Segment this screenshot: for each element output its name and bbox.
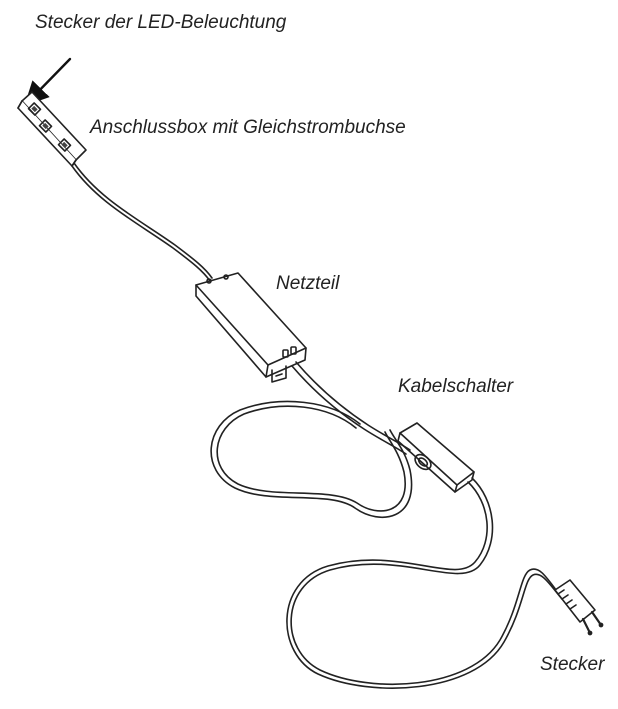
cable — [295, 361, 411, 451]
label-led-connector: Stecker der LED-Beleuchtung — [35, 12, 287, 33]
pointer-arrow — [24, 57, 72, 106]
power-plug — [554, 579, 604, 636]
cable — [73, 162, 213, 279]
cable-loop — [210, 400, 413, 519]
label-plug: Stecker — [540, 654, 605, 675]
cable — [71, 165, 211, 282]
cable — [290, 477, 561, 686]
label-junction-box: Anschlussbox mit Gleichstrombuchse — [90, 117, 406, 138]
label-power-supply: Netzteil — [276, 273, 340, 294]
led-port — [38, 119, 53, 133]
cable-loop — [216, 405, 406, 512]
led-port — [27, 102, 42, 116]
cable — [286, 481, 563, 689]
cable — [291, 365, 407, 455]
label-cable-switch: Kabelschalter — [398, 376, 514, 397]
led-port — [57, 138, 72, 152]
cable-switch — [397, 422, 475, 493]
power-supply — [195, 272, 307, 383]
junction-box — [17, 91, 87, 167]
